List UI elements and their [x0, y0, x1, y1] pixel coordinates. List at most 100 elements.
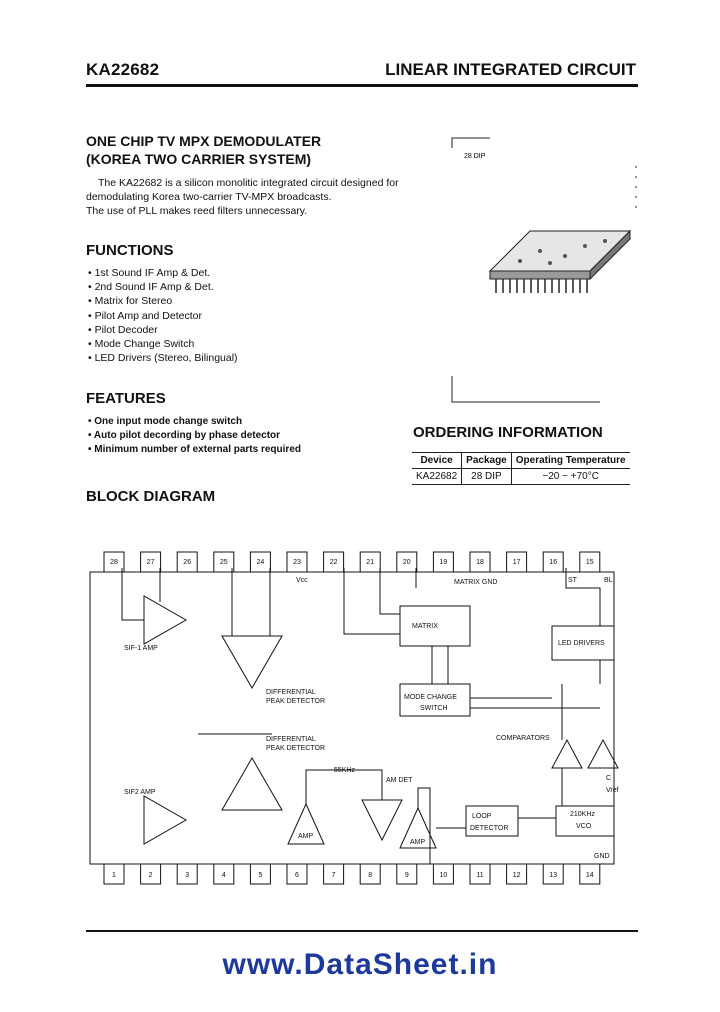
package-label: 28 DIP — [464, 153, 486, 160]
bottom-pin-box — [396, 863, 418, 885]
feature-item: Minimum number of external parts require… — [88, 443, 301, 457]
bottom-pin-label: 11 — [476, 872, 483, 879]
table-header-cell: Operating Temperature — [510, 452, 630, 469]
top-pin-label: 15 — [586, 559, 594, 566]
label-vco: VCO — [576, 823, 592, 830]
label-led-drivers: LED DRIVERS — [558, 640, 605, 647]
top-pin-label: 17 — [513, 559, 521, 566]
watermark: www.DataSheet.in — [222, 948, 498, 981]
label-matrix: MATRIX — [412, 623, 438, 630]
features-list: One input mode change switch Auto pilot … — [88, 415, 301, 458]
block-diagram-heading: BLOCK DIAGRAM — [86, 488, 216, 505]
bottom-pin-label: 2 — [149, 872, 153, 879]
top-pin-label: 26 — [183, 559, 191, 566]
bottom-pin-box — [140, 863, 162, 885]
feature-item: One input mode change switch — [88, 415, 301, 429]
bottom-pin-box — [249, 863, 271, 885]
top-pin-label: 24 — [257, 559, 265, 566]
bottom-pin-box — [286, 863, 308, 885]
top-pin-box — [249, 551, 271, 573]
function-item: LED Drivers (Stereo, Bilingual) — [88, 351, 238, 365]
bottom-pin-label: 4 — [222, 872, 226, 879]
top-pin-label: 27 — [147, 559, 155, 566]
bottom-pin-box — [323, 863, 345, 885]
bottom-pin-label: 3 — [185, 872, 189, 879]
description-line: demodulating Korea two-carrier TV-MPX br… — [86, 191, 332, 203]
top-pin-box — [286, 551, 308, 573]
label-mode-change-2: SWITCH — [420, 705, 448, 712]
ordering-heading: ORDERING INFORMATION — [413, 424, 603, 441]
top-pin-label: 18 — [476, 559, 484, 566]
description: The KA22682 is a silicon monolitic integ… — [86, 176, 436, 218]
top-pin-label: 22 — [330, 559, 338, 566]
top-pin-box — [506, 551, 528, 573]
table-header-cell: Package — [461, 452, 512, 469]
label-sif2: SIF2 AMP — [124, 789, 156, 796]
bottom-pin-box — [542, 863, 564, 885]
footer-rule — [86, 930, 638, 932]
feature-item: Auto pilot decording by phase detector — [88, 429, 301, 443]
ordering-table: Device Package Operating Temperature KA2… — [412, 452, 630, 485]
label-vref: Vref — [606, 787, 619, 794]
header-rule — [86, 84, 638, 87]
label-amp-1: AMP — [298, 833, 314, 840]
top-pin-box — [542, 551, 564, 573]
bottom-pin-label: 5 — [258, 872, 262, 879]
label-gnd: GND — [594, 853, 610, 860]
top-pin-box — [469, 551, 491, 573]
bottom-pin-box — [469, 863, 491, 885]
label-comparators: COMPARATORS — [496, 735, 550, 742]
top-pin-box — [396, 551, 418, 573]
label-diff-peak-2a: DIFFERENTIAL — [266, 736, 316, 743]
document-type: LINEAR INTEGRATED CIRCUIT — [385, 60, 636, 79]
label-mode-change-1: MODE CHANGE — [404, 694, 457, 701]
top-pin-box — [579, 551, 601, 573]
functions-list: 1st Sound IF Amp & Det. 2nd Sound IF Amp… — [88, 266, 238, 365]
top-pin-box — [432, 551, 454, 573]
top-pin-box — [213, 551, 235, 573]
table-cell: −20 ~ +70°C — [510, 468, 630, 485]
function-item: 1st Sound IF Amp & Det. — [88, 266, 238, 280]
bottom-pin-box — [359, 863, 381, 885]
table-row: KA22682 28 DIP −20 ~ +70°C — [412, 468, 630, 485]
label-bl: BL — [604, 577, 613, 584]
bottom-pin-label: 13 — [549, 872, 557, 879]
function-item: Mode Change Switch — [88, 337, 238, 351]
top-pin-box — [176, 551, 198, 573]
label-detector: DETECTOR — [470, 825, 508, 832]
label-c: C — [606, 775, 611, 782]
part-number: KA22682 — [86, 60, 160, 79]
function-item: Pilot Decoder — [88, 323, 238, 337]
bottom-pin-label: 10 — [440, 872, 448, 879]
bottom-pin-label: 7 — [332, 872, 336, 879]
description-line: The use of PLL makes reed filters unnece… — [86, 205, 308, 217]
bottom-pin-label: 14 — [586, 872, 594, 879]
top-pin-label: 25 — [220, 559, 228, 566]
label-st: ST — [568, 577, 578, 584]
label-diff-peak-1a: DIFFERENTIAL — [266, 689, 316, 696]
top-pin-label: 28 — [110, 559, 118, 566]
bottom-pin-label: 8 — [368, 872, 372, 879]
bottom-pin-label: 1 — [112, 872, 116, 879]
label-diff-peak-2b: PEAK DETECTOR — [266, 745, 325, 752]
top-pin-label: 20 — [403, 559, 411, 566]
label-am-det: AM DET — [386, 777, 413, 784]
bottom-pin-box — [506, 863, 528, 885]
top-pin-label: 19 — [440, 559, 448, 566]
bottom-pin-label: 12 — [513, 872, 521, 879]
title-line-2: (KOREA TWO CARRIER SYSTEM) — [86, 151, 312, 167]
table-header-row: Device Package Operating Temperature — [412, 452, 630, 469]
label-vco-freq: 210KHz — [570, 811, 595, 818]
top-pin-box — [359, 551, 381, 573]
table-cell: KA22682 — [412, 468, 462, 485]
label-vcc: Vcc — [296, 577, 308, 584]
bottom-pin-box — [432, 863, 454, 885]
label-diff-peak-1b: PEAK DETECTOR — [266, 698, 325, 705]
bottom-pin-box — [176, 863, 198, 885]
bottom-pin-label: 6 — [295, 872, 299, 879]
label-55khz: 55KHz — [334, 767, 356, 774]
description-line: The KA22682 is a silicon monolitic integ… — [98, 177, 399, 189]
label-amp-2: AMP — [410, 839, 426, 846]
bottom-pin-box — [103, 863, 125, 885]
